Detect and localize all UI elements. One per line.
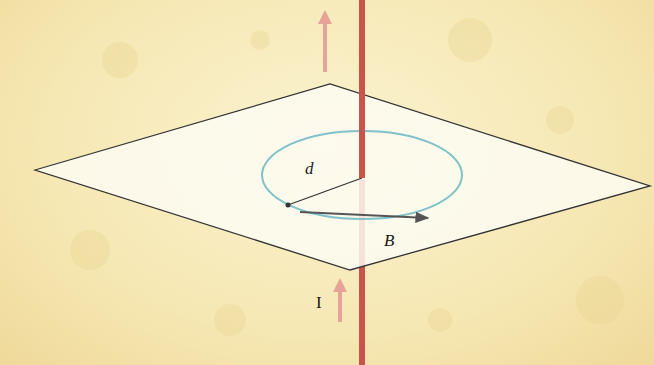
current-arrow-bottom [338,290,342,322]
field-label: B [384,232,394,249]
b-vector [300,212,428,218]
wire-upper [359,0,365,178]
current-arrow-bottom-head [333,278,347,292]
current-label: I [316,294,322,311]
radius-label: d [305,160,314,177]
current-arrow-top-head [318,10,332,24]
field-point [286,203,291,208]
plane [35,84,650,270]
radius-line [288,178,362,205]
current-arrow-top [323,22,327,72]
